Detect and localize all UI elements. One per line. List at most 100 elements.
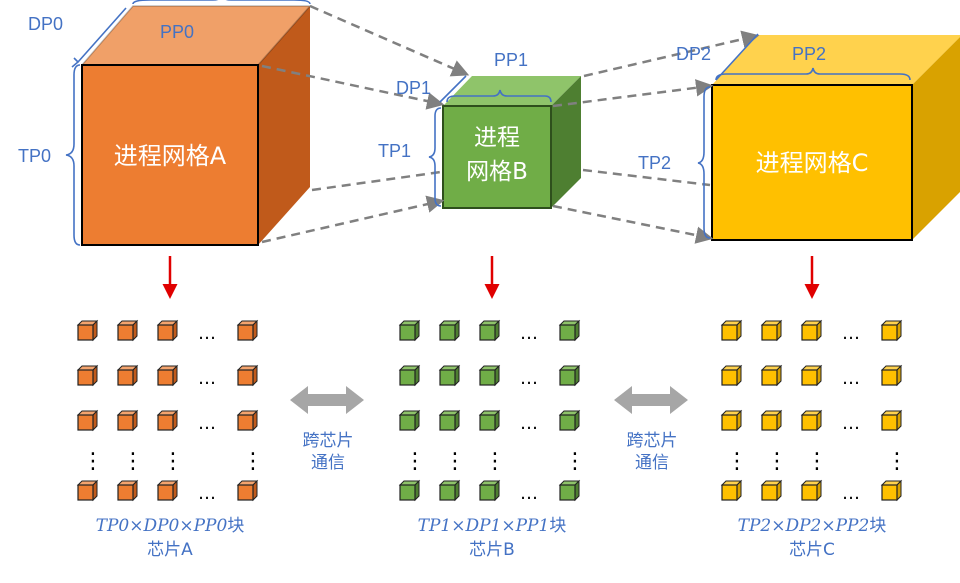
chip-group-a-suffix: 块 (227, 516, 245, 536)
chip-b-r2-c2 (478, 409, 501, 432)
chip-a-row-ellipsis: … (198, 368, 216, 389)
chip-grids: …………⋮⋮⋮⋮…………⋮⋮⋮⋮…………⋮⋮⋮⋮ (76, 319, 908, 504)
mesh-a-cube (81, 5, 312, 246)
chip-a-col-vdots: ⋮ (242, 449, 264, 474)
chip-group-b-name: 芯片B (469, 540, 515, 560)
dashed-connectors (261, 4, 760, 244)
chip-b-r1-c0 (398, 364, 421, 387)
mesh-a-tp-label: TP0 (18, 146, 52, 166)
chip-a-r3-c3 (236, 479, 259, 502)
chip-b-r0-c1 (438, 319, 461, 342)
chip-group-c-suffix: 块 (869, 516, 887, 536)
chip-b-col-vdots: ⋮ (564, 449, 586, 474)
chip-a-r2-c0 (76, 409, 99, 432)
mesh-b-pp-label: PP1 (494, 50, 529, 70)
chip-c-r1-c0 (720, 364, 743, 387)
mesh-b-name-line1: 进程 (474, 125, 520, 151)
mesh-b-dp-label: DP1 (396, 78, 432, 98)
chip-c-r2-c3 (880, 409, 903, 432)
mesh-c-cube (711, 35, 960, 241)
chip-a-r1-c2 (156, 364, 179, 387)
chip-c-r3-c3 (880, 479, 903, 502)
chip-b-row-ellipsis: … (520, 483, 538, 504)
chip-group-a-formula: TP0×DP0×PP0 (95, 516, 228, 536)
double-arrow-2 (614, 386, 688, 414)
chip-c-r1-c3 (880, 364, 903, 387)
chip-c-r1-c2 (800, 364, 823, 387)
chip-group-c-label: TP2×DP2×PP2块 芯片C (692, 514, 932, 562)
chip-c-col-vdots: ⋮ (886, 449, 908, 474)
chip-a-r0-c2 (156, 319, 179, 342)
chip-b-r3-c3 (558, 479, 581, 502)
chip-a-r0-c1 (116, 319, 139, 342)
chip-c-r2-c2 (800, 409, 823, 432)
chip-a-col-vdots: ⋮ (122, 449, 144, 474)
mesh-c-dp-label: DP2 (676, 44, 712, 64)
mesh-c-name: 进程网格C (755, 149, 869, 177)
chip-group-c-name: 芯片C (789, 540, 835, 560)
chip-a-r3-c0 (76, 479, 99, 502)
chip-b-col-vdots: ⋮ (444, 449, 466, 474)
chip-b-row-ellipsis: … (520, 413, 538, 434)
chip-a-r1-c3 (236, 364, 259, 387)
chip-b-r0-c0 (398, 319, 421, 342)
chip-group-b-formula: TP1×DP1×PP1 (417, 516, 550, 536)
chip-a-r2-c2 (156, 409, 179, 432)
chip-a-r0-c3 (236, 319, 259, 342)
mesh-a-dp-label: DP0 (28, 14, 64, 34)
mesh-c-pp-label: PP2 (792, 44, 827, 64)
chip-a-r1-c1 (116, 364, 139, 387)
chip-c-row-ellipsis: … (842, 368, 860, 389)
chip-c-col-vdots: ⋮ (726, 449, 748, 474)
chip-c-r0-c3 (880, 319, 903, 342)
mesh-c-tp-label: TP2 (638, 153, 672, 173)
mesh-a-pp-label: PP0 (160, 22, 195, 42)
chip-c-row-ellipsis: … (842, 413, 860, 434)
chip-c-row-ellipsis: … (842, 323, 860, 344)
chip-b-r3-c1 (438, 479, 461, 502)
mesh-b-tp-label: TP1 (378, 141, 412, 161)
chip-group-b-label: TP1×DP1×PP1块 芯片B (372, 514, 612, 562)
chip-b-col-vdots: ⋮ (404, 449, 426, 474)
chip-c-row-ellipsis: … (842, 483, 860, 504)
chip-a-r3-c1 (116, 479, 139, 502)
chip-a-col-vdots: ⋮ (82, 449, 104, 474)
chip-a-row-ellipsis: … (198, 483, 216, 504)
chip-b-row-ellipsis: … (520, 323, 538, 344)
chip-a-r2-c1 (116, 409, 139, 432)
chip-a-row-ellipsis: … (198, 323, 216, 344)
chip-c-r0-c0 (720, 319, 743, 342)
chip-b-r1-c2 (478, 364, 501, 387)
comm-label-2-line1: 跨芯片 (626, 431, 678, 451)
chip-a-r2-c3 (236, 409, 259, 432)
chip-b-row-ellipsis: … (520, 368, 538, 389)
chip-c-r3-c1 (760, 479, 783, 502)
chip-c-r3-c2 (800, 479, 823, 502)
double-arrow-1 (290, 386, 364, 414)
chip-group-c-formula: TP2×DP2×PP2 (737, 516, 870, 536)
chip-a-row-ellipsis: … (198, 413, 216, 434)
chip-group-a-name: 芯片A (147, 540, 193, 560)
chip-c-r0-c1 (760, 319, 783, 342)
chip-b-r3-c2 (478, 479, 501, 502)
chip-c-r0-c2 (800, 319, 823, 342)
dimension-braces (65, 0, 911, 246)
red-down-arrows (162, 256, 820, 299)
chip-b-r0-c2 (478, 319, 501, 342)
chip-c-r2-c0 (720, 409, 743, 432)
chip-b-col-vdots: ⋮ (484, 449, 506, 474)
mesh-b-name-line2: 网格B (466, 159, 528, 185)
chip-b-r3-c0 (398, 479, 421, 502)
chip-c-col-vdots: ⋮ (766, 449, 788, 474)
chip-b-r2-c3 (558, 409, 581, 432)
chip-a-r0-c0 (76, 319, 99, 342)
chip-group-b-suffix: 块 (549, 516, 567, 536)
mesh-a-name: 进程网格A (113, 142, 227, 170)
chip-b-r2-c0 (398, 409, 421, 432)
chip-group-a-label: TP0×DP0×PP0块 芯片A (50, 514, 290, 562)
chip-a-r1-c0 (76, 364, 99, 387)
chip-c-r1-c1 (760, 364, 783, 387)
chip-a-r3-c2 (156, 479, 179, 502)
chip-c-r2-c1 (760, 409, 783, 432)
